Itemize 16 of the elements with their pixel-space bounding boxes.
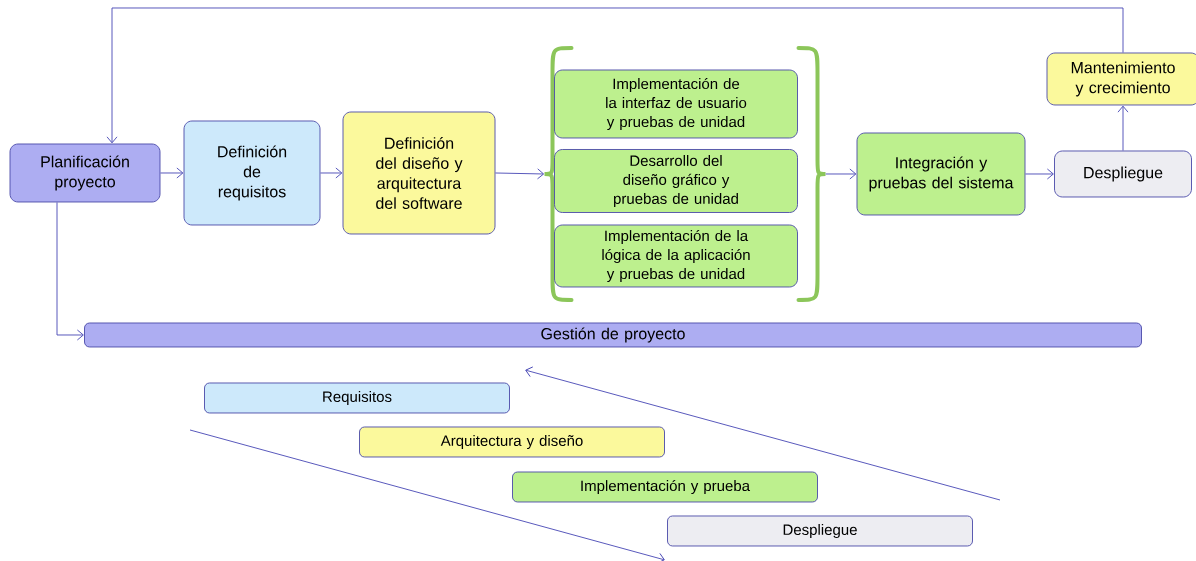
brace [542, 46, 574, 302]
process-box: Arquitectura y diseño [359, 426, 665, 458]
process-box: Implementación de la interfaz de usuario y pruebas de unidad [554, 69, 798, 139]
process-box: Desarrollo del diseño gráfico y pruebas de unidad [554, 149, 798, 213]
brace [796, 46, 828, 302]
bar: Gestión de proyecto [84, 322, 1142, 348]
process-box: Planificación proyecto [9, 143, 161, 203]
process-box: Definición del diseño y arquitectura del software [342, 111, 496, 235]
process-box: Integración y pruebas del sistema [856, 132, 1026, 216]
process-box: Mantenimiento y crecimiento [1046, 52, 1196, 106]
process-box: Implementación y prueba [512, 471, 818, 503]
process-box: Despliegue [667, 515, 973, 547]
process-box: Despliegue [1054, 150, 1192, 198]
process-box: Definición de requisitos [183, 120, 321, 226]
process-box: Requisitos [204, 382, 510, 414]
process-box: Implementación de la lógica de la aplicación y pruebas de unidad [554, 224, 798, 288]
